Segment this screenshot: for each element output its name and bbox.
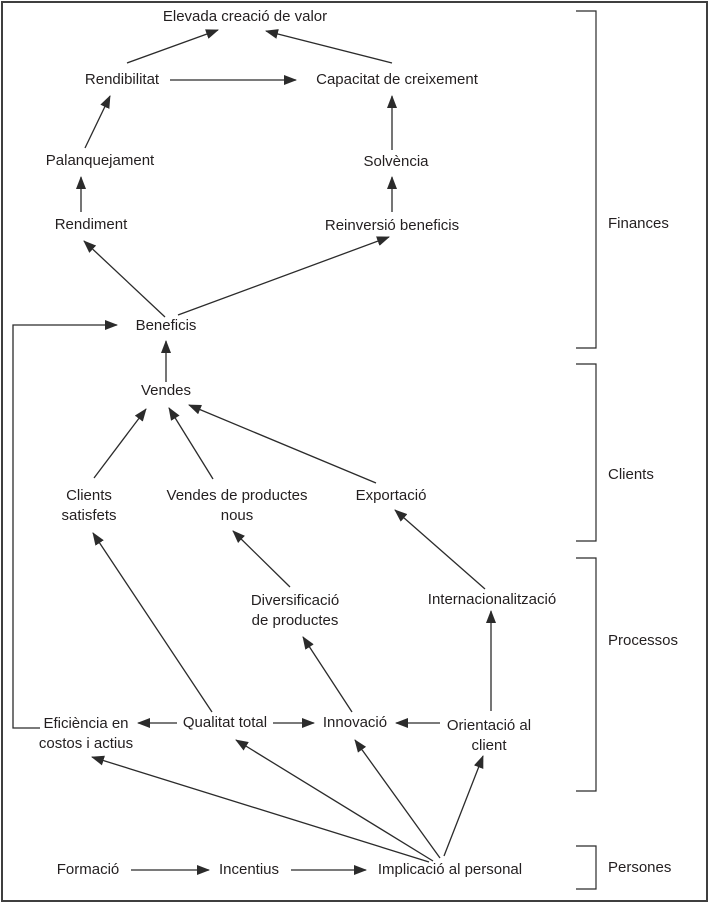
node-innovacio: Innovació [322,714,388,731]
bracket-processos [576,557,597,792]
edge-exportacio-to-vendes [188,404,377,484]
edge-rendibilitat-to-elevada [126,29,219,64]
node-eficiencia-costos-actius: Eficiència en costos i actius [38,715,134,752]
bracket-finances [576,10,597,349]
node-incentius: Incentius [218,861,280,878]
node-orientacio-al-client: Orientació al client [446,717,532,754]
node-exportacio: Exportació [355,487,427,504]
edge-capacitat-to-elevada [265,29,393,64]
node-vendes-de-productes-nous: Vendes de productes nous [166,487,308,524]
edge-diversificacio-to-vendes_productes_nous [232,530,291,588]
node-reinversio-beneficis: Reinversió beneficis [324,217,460,234]
section-label-persones: Persones [608,859,672,876]
node-vendes: Vendes [140,382,192,399]
edge-palanquejament-to-rendibilitat [84,95,111,149]
edge-vendes_productes_nous-to-vendes [168,407,214,480]
node-elevada-creacio-de-valor: Elevada creació de valor [162,8,328,25]
bracket-clients [576,363,597,542]
node-rendiment: Rendiment [54,216,128,233]
edge-implicacio-to-innovacio [354,739,441,859]
node-palanquejament: Palanquejament [45,152,155,169]
edge-implicacio-to-eficiencia [91,755,430,863]
edge-internacionalitzacio-to-exportacio [394,509,486,590]
edge-implicacio-to-orientacio_client [443,755,484,857]
node-clients-satisfets: Clients satisfets [61,487,117,524]
node-diversificacio-de-productes: Diversificació de productes [250,592,340,629]
node-solvencia: Solvència [363,153,429,170]
edge-innovacio-to-diversificacio [302,636,353,713]
edge-qualitat_total-to-clients_satisfets [92,532,213,713]
section-label-processos: Processos [608,632,679,649]
edge-beneficis-to-rendiment [83,240,166,318]
node-beneficis: Beneficis [135,317,197,334]
edge-eficiencia-to-beneficis [12,320,118,729]
section-label-clients: Clients [608,466,654,483]
edge-beneficis-to-reinversio [177,236,390,316]
section-label-finances: Finances [608,215,669,232]
node-formacio: Formació [56,861,120,878]
node-capacitat-de-creixement: Capacitat de creixement [316,71,478,88]
node-implicacio-al-personal: Implicació al personal [377,861,523,878]
bracket-persones [576,845,597,890]
edge-implicacio-to-qualitat_total [235,739,434,862]
node-internacionalitzacio: Internacionalització [427,591,557,608]
node-qualitat-total: Qualitat total [182,714,268,731]
edge-clients_satisfets-to-vendes [93,408,147,479]
node-rendibilitat: Rendibilitat [84,71,160,88]
